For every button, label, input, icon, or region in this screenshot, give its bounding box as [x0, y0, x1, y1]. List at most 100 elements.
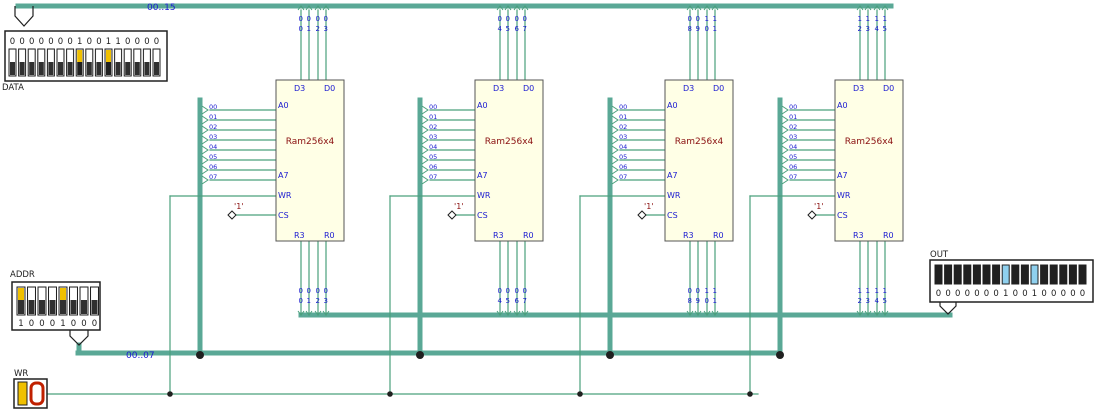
data-bus-connector	[14, 6, 34, 27]
address-bit-value: 0	[92, 319, 97, 329]
data-in-bit-label: 0	[696, 15, 700, 23]
ram-chip-name: Ram256x4	[675, 137, 724, 147]
data-dip-lever	[77, 62, 83, 75]
output-bit-value: 0	[945, 289, 950, 299]
data-in-bit-label: 0	[307, 15, 311, 23]
address-dip-lever	[28, 300, 35, 314]
data-in-bit-label: 0	[324, 15, 328, 23]
address-bit-value: 0	[71, 319, 76, 329]
bus-tap	[504, 5, 512, 11]
address-tap-label: 03	[789, 133, 797, 141]
pin-r3: R3	[493, 231, 504, 240]
data-in-bit-label: 3	[866, 25, 870, 33]
bus-tap	[703, 5, 711, 11]
data-in-bit-label: 5	[506, 25, 510, 33]
data-in-bit-label: 1	[307, 25, 311, 33]
pin-r0: R0	[523, 231, 534, 240]
bus-tap	[421, 145, 429, 155]
output-bit-value: 0	[1022, 289, 1027, 299]
address-tap-label: 05	[789, 153, 797, 161]
output-led	[953, 264, 962, 285]
address-tap-label: 05	[209, 153, 217, 161]
address-tap-label: 03	[619, 133, 627, 141]
pin-r3: R3	[853, 231, 864, 240]
pin-d3: D3	[683, 84, 694, 93]
data-out-bit-label: 3	[866, 297, 870, 305]
address-tap-label: 02	[789, 123, 797, 131]
data-in-bit-label: 6	[515, 25, 520, 33]
data-in-bit-label: 0	[515, 15, 519, 23]
data-out-bit-label: 4	[498, 297, 503, 305]
data-out-bit-label: 0	[498, 287, 502, 295]
pin-a0: A0	[278, 101, 289, 110]
data-in-bit-label: 0	[316, 15, 320, 23]
data-dip-top	[115, 50, 121, 62]
data-out-bit-label: 9	[696, 297, 700, 305]
data-bit-value: 0	[135, 37, 140, 47]
bus-tap	[864, 5, 872, 11]
output-bus-connector	[939, 302, 957, 315]
pin-d3: D3	[493, 84, 504, 93]
data-out-bit-label: 0	[705, 297, 709, 305]
data-out-bit-label: 8	[688, 297, 692, 305]
data-dip-top	[48, 50, 54, 62]
data-out-bit-label: 6	[515, 297, 520, 305]
data-out-bit-label: 1	[307, 297, 311, 305]
data-dip-lever	[96, 62, 102, 75]
bus-tap	[513, 5, 521, 11]
address-dip-lever	[39, 300, 45, 314]
bus-tap	[856, 5, 864, 11]
data-in-bit-label: 1	[883, 15, 887, 23]
write-junction	[387, 391, 393, 397]
pin-a7: A7	[667, 171, 678, 180]
pin-r3: R3	[683, 231, 694, 240]
output-bit-value: 0	[1061, 289, 1066, 299]
address-tap-label: 07	[209, 173, 217, 181]
data-bit-value: 1	[77, 37, 82, 47]
output-bit-value: 0	[974, 289, 979, 299]
data-bit-value: 1	[106, 37, 111, 47]
bus-tap	[781, 105, 789, 115]
data-dip-lever	[67, 62, 73, 75]
output-bit-value: 0	[993, 289, 998, 299]
write-junction	[167, 391, 173, 397]
address-tap-label: 06	[619, 163, 627, 171]
data-dip-top	[144, 50, 150, 62]
output-led	[1011, 264, 1020, 285]
bus-tap	[611, 125, 619, 135]
data-in-bit-label: 0	[705, 25, 709, 33]
data-dip-top	[38, 50, 44, 62]
wire-layer	[46, 5, 889, 396]
bus-tap	[781, 175, 789, 185]
data-dip-top	[86, 50, 92, 62]
data-in-bit-label: 8	[688, 25, 692, 33]
bus-tap	[201, 175, 209, 185]
constant-one-label: '1'	[454, 202, 464, 211]
bus-tap	[711, 5, 719, 11]
data-dip-lever	[134, 62, 140, 75]
data-dip-lever	[48, 62, 54, 75]
address-tap-label: 06	[429, 163, 437, 171]
data-out-bit-label: 7	[523, 297, 527, 305]
write-junction	[577, 391, 583, 397]
address-dip-top	[91, 288, 98, 300]
bus-tap	[201, 165, 209, 175]
data-in-bit-label: 1	[866, 15, 870, 23]
output-led	[1068, 264, 1077, 285]
constant-high-marker	[807, 210, 817, 220]
address-bus-label: 00..07	[126, 351, 155, 361]
ram-chip-name: Ram256x4	[845, 137, 894, 147]
data-bit-value: 0	[96, 37, 101, 47]
pin-d3: D3	[853, 84, 864, 93]
bus-tap	[305, 310, 313, 316]
bus-tap	[201, 115, 209, 125]
address-junction	[416, 351, 424, 359]
write-switch-toggle[interactable]	[17, 381, 28, 406]
ram-chip-body	[474, 79, 544, 242]
pin-r0: R0	[324, 231, 335, 240]
address-junction	[606, 351, 614, 359]
address-bus-connector	[69, 330, 89, 346]
